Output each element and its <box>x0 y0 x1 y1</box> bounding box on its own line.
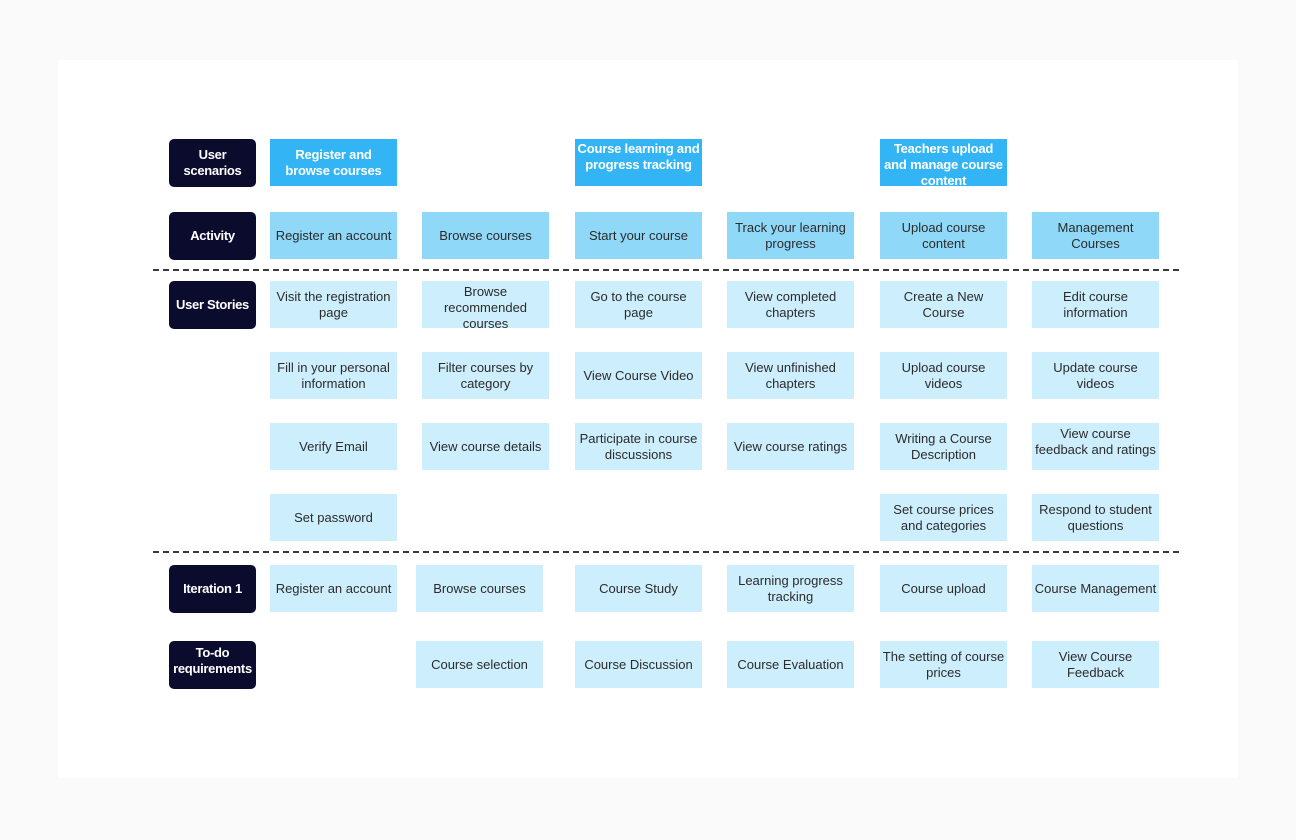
iteration-card[interactable]: Register an account <box>270 565 397 612</box>
story-card[interactable]: View course details <box>422 423 549 470</box>
story-card[interactable]: View Course Video <box>575 352 702 399</box>
activity-card[interactable]: Track your learning progress <box>727 212 854 259</box>
story-card[interactable]: Verify Email <box>270 423 397 470</box>
story-card[interactable]: View unfinished chapters <box>727 352 854 399</box>
story-card[interactable]: Participate in course discussions <box>575 423 702 470</box>
todo-card[interactable]: The setting of course prices <box>880 641 1007 688</box>
story-card[interactable]: Update course videos <box>1032 352 1159 399</box>
label-iteration-1: Iteration 1 <box>169 565 256 613</box>
story-card[interactable]: Respond to student questions <box>1032 494 1159 541</box>
todo-card[interactable]: Course Evaluation <box>727 641 854 688</box>
story-card[interactable]: Fill in your personal information <box>270 352 397 399</box>
scenario-card[interactable]: Register and browse courses <box>270 139 397 186</box>
story-card[interactable]: Set password <box>270 494 397 541</box>
activity-card[interactable]: Management Courses <box>1032 212 1159 259</box>
scenario-card[interactable]: Teachers upload and manage course conten… <box>880 139 1007 186</box>
release-divider <box>153 269 1179 271</box>
activity-card[interactable]: Register an account <box>270 212 397 259</box>
iteration-divider <box>153 551 1179 553</box>
iteration-card[interactable]: Learning progress tracking <box>727 565 854 612</box>
story-card[interactable]: Writing a Course Description <box>880 423 1007 470</box>
story-card[interactable]: Go to the course page <box>575 281 702 328</box>
label-user-stories: User Stories <box>169 281 256 329</box>
iteration-card[interactable]: Course Study <box>575 565 702 612</box>
label-todo-requirements: To-do requirements <box>169 641 256 689</box>
iteration-card[interactable]: Course upload <box>880 565 1007 612</box>
activity-card[interactable]: Upload course content <box>880 212 1007 259</box>
iteration-card[interactable]: Browse courses <box>416 565 543 612</box>
todo-card[interactable]: Course selection <box>416 641 543 688</box>
story-card[interactable]: View course ratings <box>727 423 854 470</box>
story-card[interactable]: Visit the registration page <box>270 281 397 328</box>
story-card[interactable]: Browse recommended courses <box>422 281 549 328</box>
label-activity: Activity <box>169 212 256 260</box>
label-user-scenarios: User scenarios <box>169 139 256 187</box>
todo-card[interactable]: View Course Feedback <box>1032 641 1159 688</box>
story-card[interactable]: View course feedback and ratings <box>1032 423 1159 470</box>
story-card[interactable]: Filter courses by category <box>422 352 549 399</box>
story-card[interactable]: Edit course information <box>1032 281 1159 328</box>
scenario-card[interactable]: Course learning and progress tracking <box>575 139 702 186</box>
iteration-card[interactable]: Course Management <box>1032 565 1159 612</box>
activity-card[interactable]: Browse courses <box>422 212 549 259</box>
todo-card[interactable]: Course Discussion <box>575 641 702 688</box>
story-card[interactable]: Set course prices and categories <box>880 494 1007 541</box>
story-card[interactable]: Create a New Course <box>880 281 1007 328</box>
story-card[interactable]: View completed chapters <box>727 281 854 328</box>
activity-card[interactable]: Start your course <box>575 212 702 259</box>
story-card[interactable]: Upload course videos <box>880 352 1007 399</box>
